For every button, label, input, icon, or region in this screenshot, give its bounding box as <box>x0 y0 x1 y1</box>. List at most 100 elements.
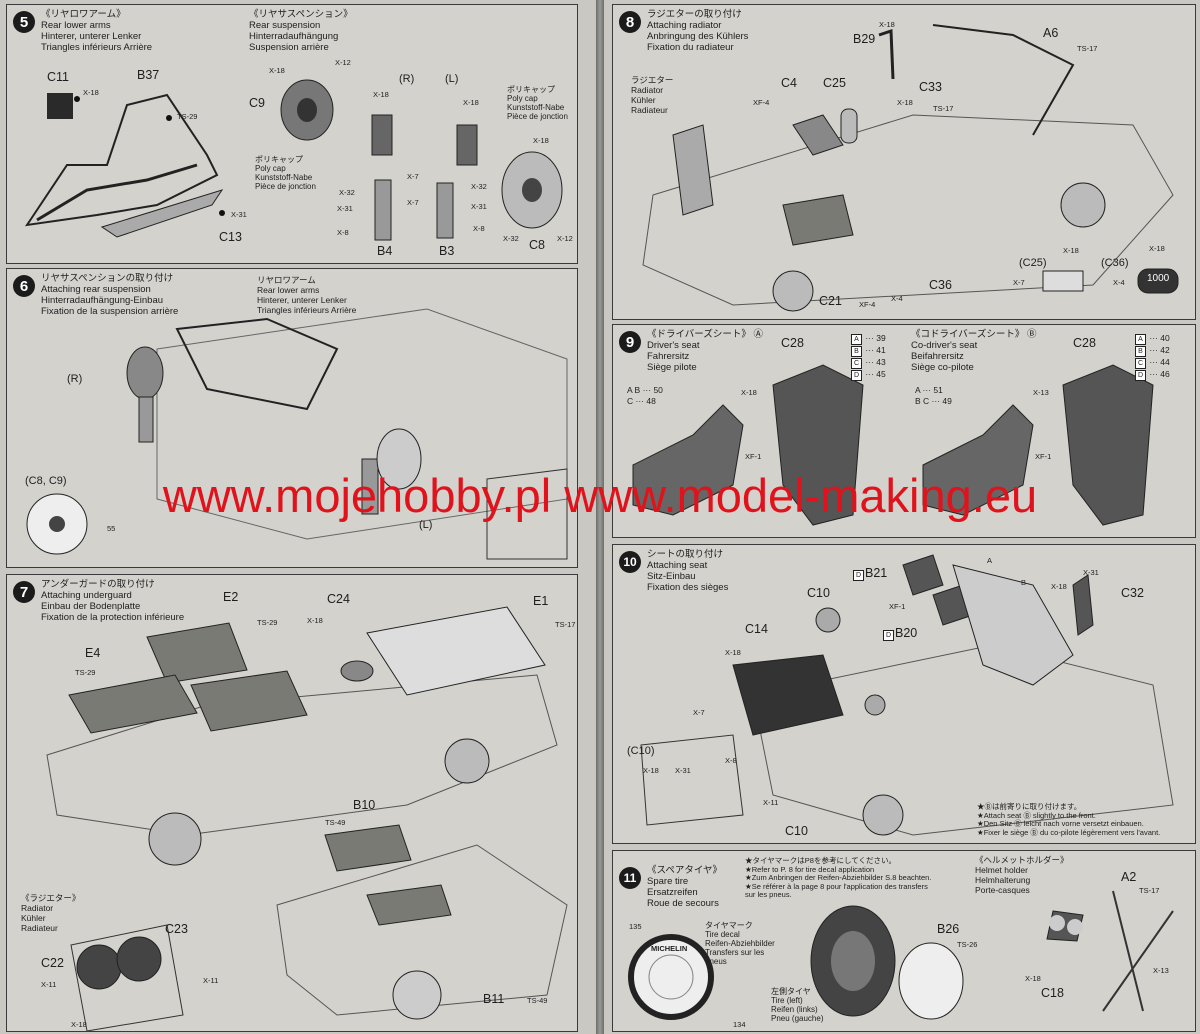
radiator-label: 《ラジエター》 Radiator Kühler Radiateur <box>21 893 81 933</box>
part-c22: C22 <box>41 956 64 970</box>
part-c36: C36 <box>929 278 952 292</box>
label-c25: (C25) <box>1019 257 1047 269</box>
part-c18: C18 <box>1041 986 1064 1000</box>
step-5-panel: 5 《リヤロワアーム》 Rear lower arms Hinterer, un… <box>6 4 578 264</box>
part-b10: B10 <box>353 798 376 812</box>
screw-xf1: XF-1 <box>1035 452 1052 461</box>
step-5-illustration <box>24 79 563 241</box>
part-c28: C28 <box>1073 336 1096 350</box>
screw-x13: X-13 <box>1033 388 1049 397</box>
step-number: 8 <box>619 11 641 33</box>
screw-x18: X-18 <box>71 1020 87 1029</box>
screw-x18: X-18 <box>897 98 913 107</box>
part-b4: B4 <box>377 244 393 258</box>
screw-x12: X-12 <box>557 234 573 243</box>
step-10-panel: 10 シートの取り付け Attaching seat Sitz-Einbau F… <box>612 544 1196 844</box>
step-number: 10 <box>619 551 641 573</box>
part-stamp: 1000 <box>1147 273 1170 284</box>
label-l: (L) <box>445 73 459 85</box>
screw-x4: X-4 <box>1113 278 1125 287</box>
screw-ts29: TS-29 <box>75 668 96 677</box>
part-c13: C13 <box>219 230 242 244</box>
step-6-panel: 6 リヤサスペンションの取り付け Attaching rear suspensi… <box>6 268 578 568</box>
watermark: www.mojehobby.pl www.model-making.eu <box>162 469 1038 522</box>
screw-ts29: TS-29 <box>257 618 278 627</box>
part-c28: C28 <box>781 336 804 350</box>
label-c36: (C36) <box>1101 257 1129 269</box>
part-b37: B37 <box>137 68 160 82</box>
tire-decal-note: ★タイヤマークはP8を参考にしてください。 ★Refer to P. 8 for… <box>745 856 932 899</box>
part-e1: E1 <box>533 594 549 608</box>
step-7-illustration <box>46 606 568 1031</box>
decal-note-b: A ··· 51 B C ··· 49 <box>915 385 952 406</box>
step-titles: ラジエターの取り付け Attaching radiator Anbringung… <box>647 9 749 53</box>
step-number: 11 <box>619 867 641 889</box>
part-c4: C4 <box>781 76 797 90</box>
step-8-illustration <box>642 24 1179 312</box>
screw-x18: X-18 <box>1063 246 1079 255</box>
part-c33: C33 <box>919 80 942 94</box>
screw-ts17: TS-17 <box>555 620 576 629</box>
screw-x18: X-18 <box>1149 244 1165 253</box>
decal-number: 55 <box>107 524 116 533</box>
screw-x4: X-4 <box>891 294 903 303</box>
screw-ts26: TS-26 <box>957 940 978 949</box>
decal-number: 135 <box>629 922 642 931</box>
seat-b: B <box>1021 578 1027 587</box>
tire-decal-label: タイヤマーク Tire decal Reifen-Abziehbilder Tr… <box>705 921 775 966</box>
step-subtitles: 《リヤサスペンション》 Rear suspension Hinterradauf… <box>249 9 353 53</box>
screw-x32: X-32 <box>339 188 355 197</box>
part-c24: C24 <box>327 592 350 606</box>
step-9-panel: 9 《ドライバーズシート》 Ⓐ Driver's seat Fahrersitz… <box>612 324 1196 538</box>
part-c21: C21 <box>819 294 842 308</box>
part-a6: A6 <box>1043 26 1059 40</box>
screw-x7: X-7 <box>407 198 419 207</box>
part-c32: C32 <box>1121 586 1144 600</box>
step-10-illustration <box>640 554 1174 836</box>
label-c8-c9: (C8, C9) <box>25 475 67 487</box>
part-c11: C11 <box>47 70 70 84</box>
seat-a: A <box>987 556 993 565</box>
left-tire-label: 左側タイヤ Tire (left) Reifen (links) Pneu (g… <box>771 987 824 1023</box>
step-subtitles: 《コドライバーズシート》 Ⓑ Co-driver's seat Beifahre… <box>911 329 1037 373</box>
step-titles: アンダーガードの取り付け Attaching underguard Einbau… <box>41 579 185 623</box>
step-11-panel: 11 《スペアタイヤ》 Spare tire Ersatzreifen Roue… <box>612 850 1196 1032</box>
label-r: (R) <box>67 373 83 385</box>
step-9-illustration <box>632 364 1154 526</box>
screw-x18: X-18 <box>1051 582 1067 591</box>
screw-x11: X-11 <box>41 980 57 989</box>
screw-x31: X-31 <box>675 766 691 775</box>
screw-x32: X-32 <box>503 234 519 243</box>
screw-x12: X-12 <box>335 58 351 67</box>
polycap-note: ポリキャップ Poly cap Kunststoff-Nabe Pièce de… <box>255 155 316 191</box>
step-titles: 《ドライバーズシート》 Ⓐ Driver's seat Fahrersitz S… <box>647 329 763 373</box>
label-c10: (C10) <box>627 745 655 757</box>
step-number: 5 <box>13 11 35 33</box>
screw-x8: X-8 <box>725 756 737 765</box>
screw-ts17: TS-17 <box>1139 886 1160 895</box>
step-number: 6 <box>13 275 35 297</box>
part-c10: C10 <box>807 586 830 600</box>
screw-x31: X-31 <box>337 204 353 213</box>
tire-brand: MICHELIN <box>651 944 688 953</box>
step-7-panel: 7 アンダーガードの取り付け Attaching underguard Einb… <box>6 574 578 1032</box>
screw-ts49: TS-49 <box>325 818 346 827</box>
step-titles: 《リヤロワアーム》 Rear lower arms Hinterer, unte… <box>41 9 153 53</box>
screw-x31: X-31 <box>471 202 487 211</box>
part-c10: C10 <box>785 824 808 838</box>
step-titles: シートの取り付け Attaching seat Sitz-Einbau Fixa… <box>647 549 729 593</box>
part-a2: A2 <box>1121 870 1137 884</box>
radiator-label: ラジエター Radiator Kühler Radiateur <box>631 75 674 115</box>
screw-ts17: TS-17 <box>933 104 954 113</box>
screw-x13: X-13 <box>1153 966 1169 975</box>
screw-x7: X-7 <box>407 172 419 181</box>
part-e2: E2 <box>223 590 239 604</box>
part-b29: B29 <box>853 32 876 46</box>
part-c9: C9 <box>249 96 265 110</box>
part-b3: B3 <box>439 244 455 258</box>
screw-xf4: XF-4 <box>753 98 770 107</box>
screw-x31: X-31 <box>231 210 247 219</box>
screw-x18: X-18 <box>1025 974 1041 983</box>
